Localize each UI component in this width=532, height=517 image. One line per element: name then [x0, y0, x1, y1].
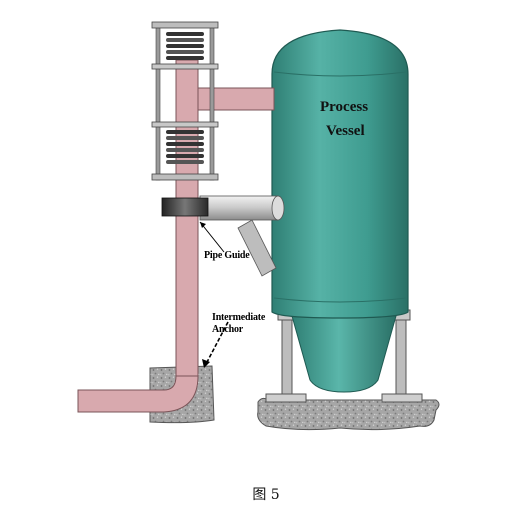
bottom-elbow-pipe	[77, 375, 199, 413]
lower-bellows	[166, 130, 204, 164]
process-vessel	[271, 29, 409, 319]
callout-leaders	[199, 221, 229, 368]
riser-pipe	[175, 59, 199, 379]
figure-caption: 图 5	[252, 487, 280, 503]
vessel-hopper-cone	[291, 315, 397, 393]
upper-bellows	[166, 32, 204, 60]
pipe-guide-label: Pipe Guide	[204, 250, 250, 261]
vessel-label-line1: Process	[320, 99, 369, 115]
vessel-foundation	[257, 397, 440, 431]
pipe-guide-support	[161, 195, 285, 277]
anchor-label-line2: Anchor	[212, 324, 244, 335]
anchor-label-line1: Intermediate	[212, 312, 266, 323]
expansion-joint-frame	[151, 21, 219, 181]
vessel-label-line2: Vessel	[326, 123, 365, 139]
